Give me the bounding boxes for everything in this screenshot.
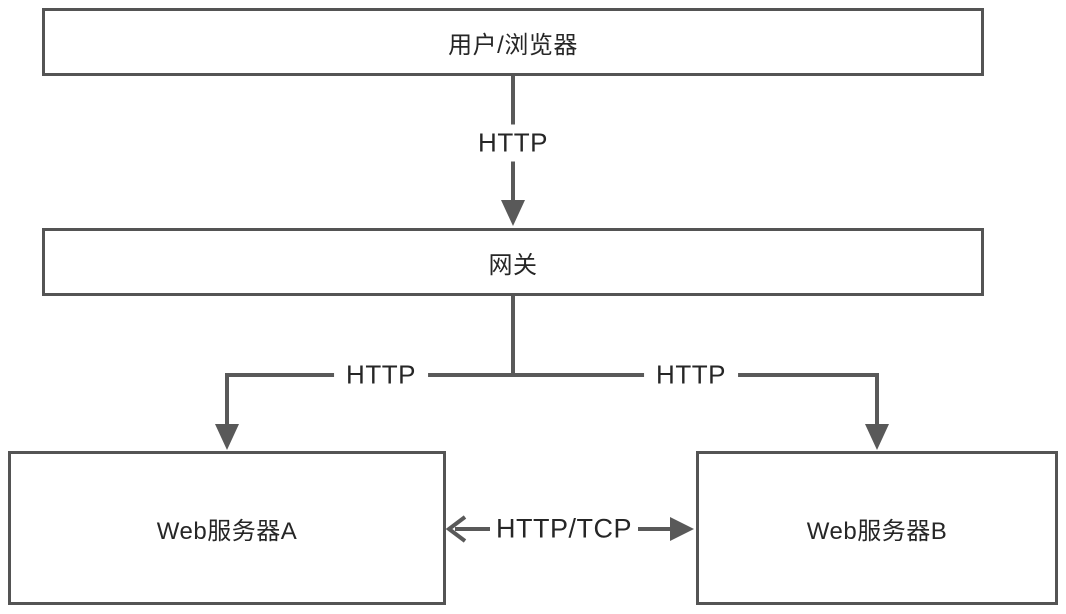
edge-server-a-to-server-b	[445, 515, 694, 543]
edge-gateway-to-servers	[215, 296, 889, 450]
node-gateway: 网关	[42, 228, 984, 296]
edge-label-user-to-gateway: HTTP	[466, 124, 560, 162]
edge-label-server-a-to-server-b: HTTP/TCP	[490, 510, 638, 548]
node-server-a-label: Web服务器A	[156, 517, 298, 545]
node-server-b: Web服务器B	[696, 451, 1058, 605]
node-user-browser-label: 用户/浏览器	[448, 31, 578, 59]
node-user-browser: 用户/浏览器	[42, 8, 984, 76]
node-server-a: Web服务器A	[8, 451, 446, 605]
node-gateway-label: 网关	[488, 251, 538, 279]
edge-label-gateway-to-server-a: HTTP	[334, 356, 428, 394]
edge-label-gateway-to-server-b: HTTP	[644, 356, 738, 394]
node-server-b-label: Web服务器B	[806, 517, 948, 545]
